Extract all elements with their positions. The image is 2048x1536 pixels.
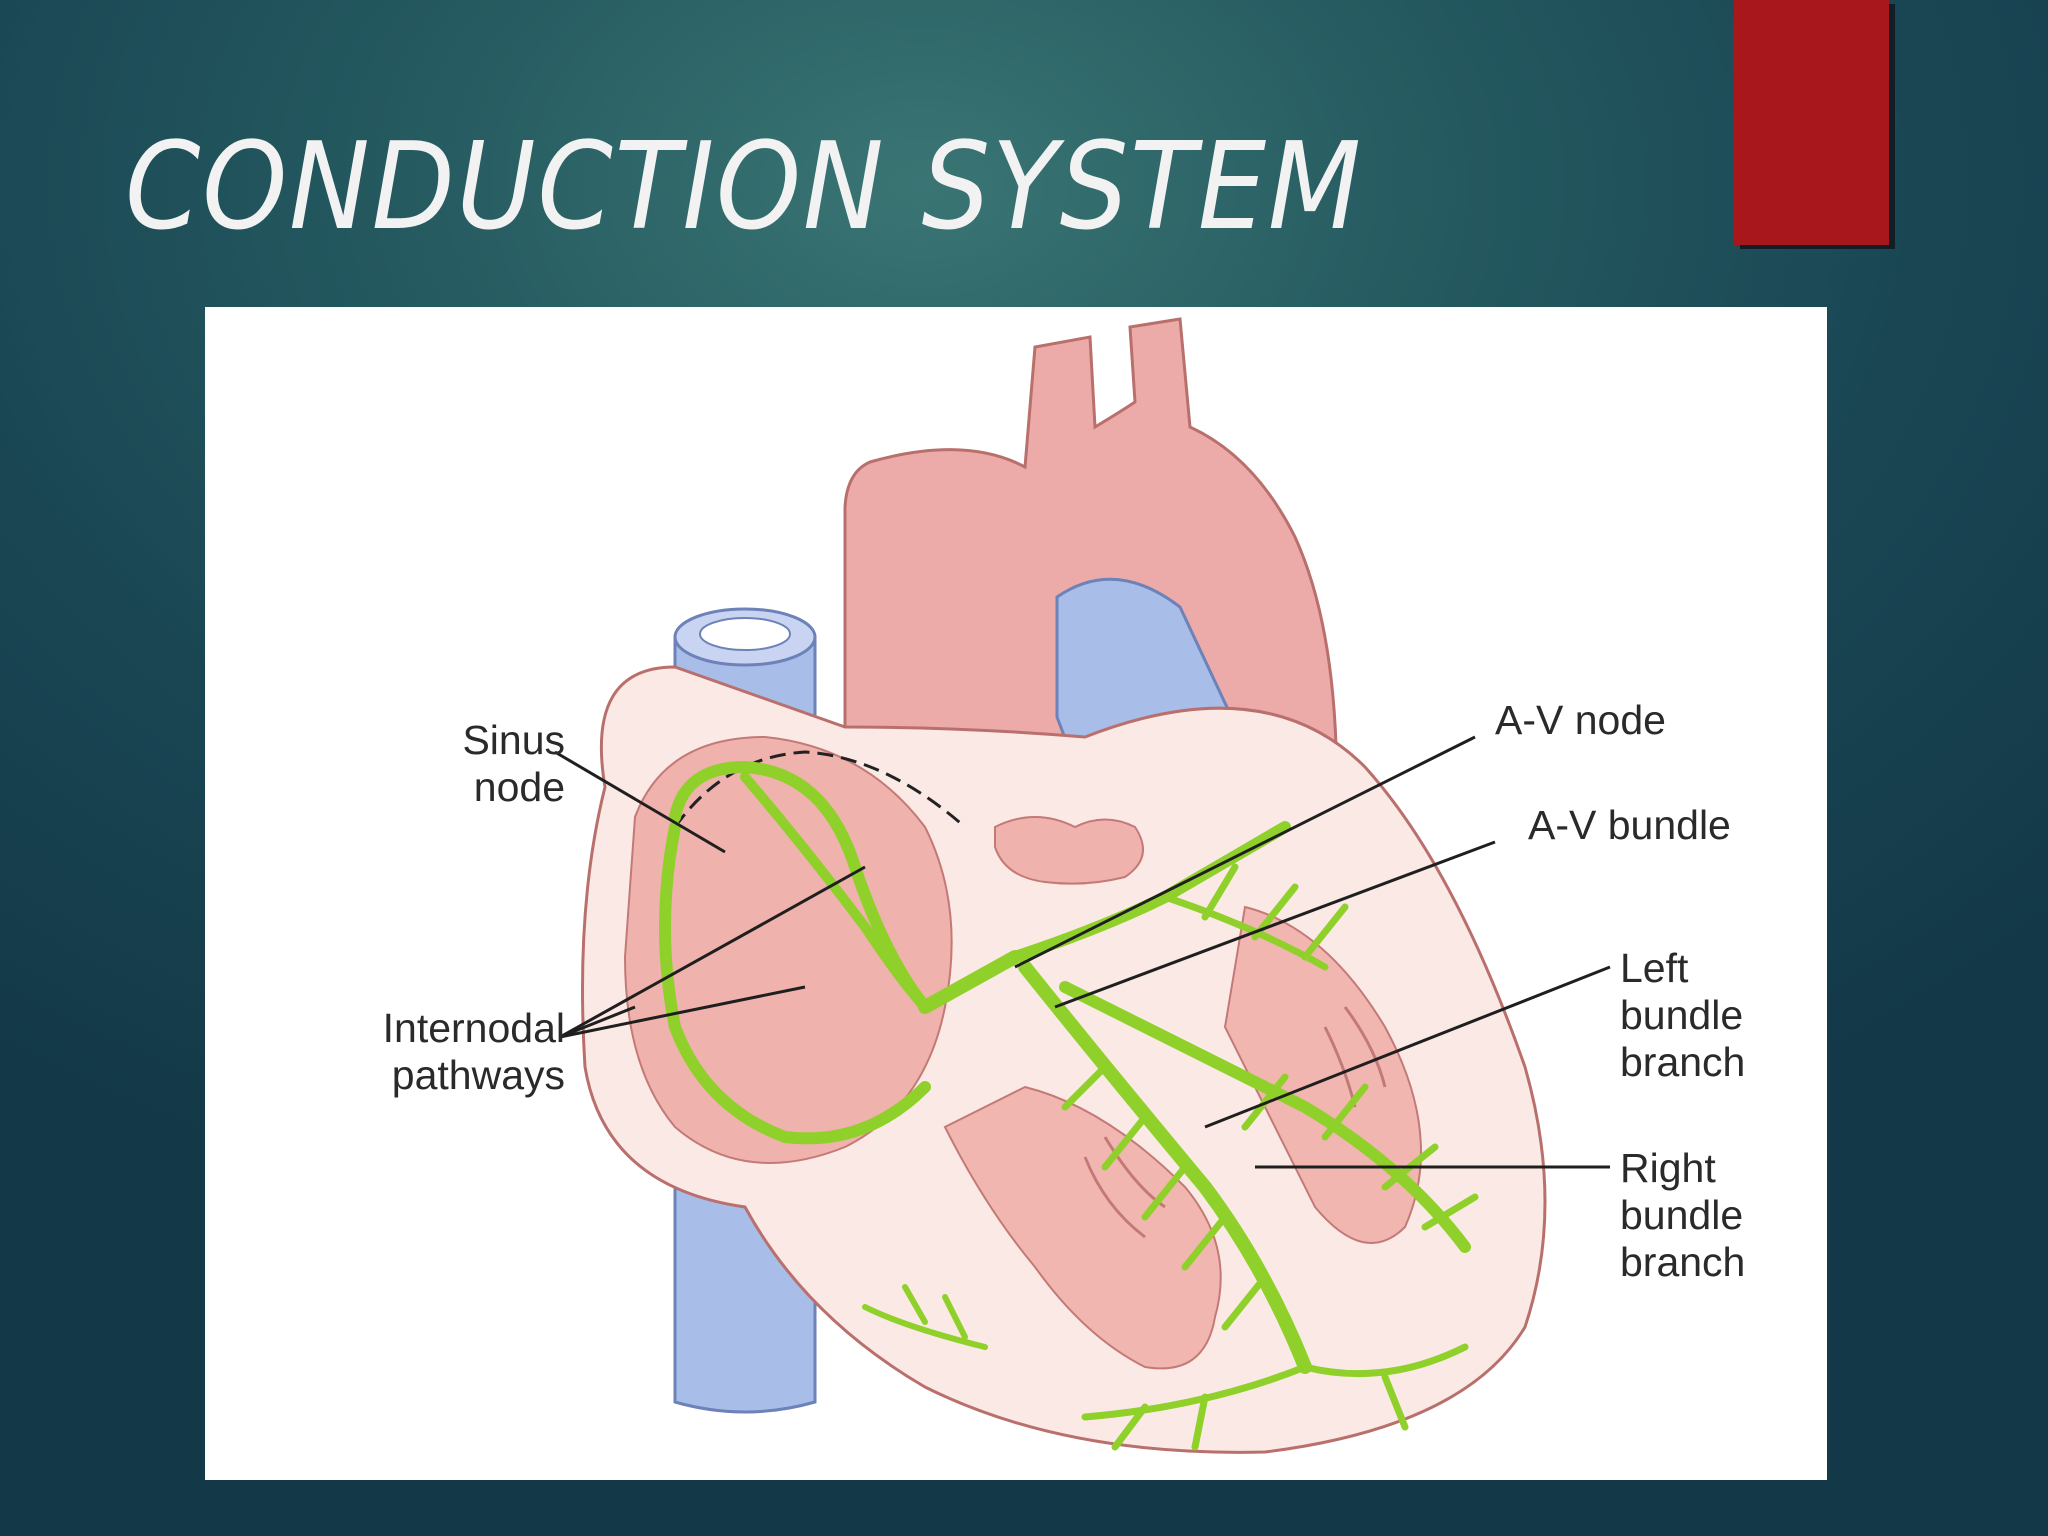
label-av-bundle: A-V bundle bbox=[1528, 802, 1731, 848]
vena-cava-lumen bbox=[699, 617, 791, 651]
papillary-muscles bbox=[1083, 1006, 1387, 1239]
right-ventricle bbox=[943, 1085, 1222, 1370]
conduction-pathways bbox=[659, 760, 1479, 1451]
interatrial-bundle bbox=[673, 750, 966, 829]
label-internodal-pathways: Internodal pathways bbox=[382, 1005, 565, 1098]
heart-diagram: Sinus node Internodal pathways A-V node … bbox=[205, 307, 1827, 1480]
right-atrium bbox=[623, 735, 953, 1164]
heart-illustration bbox=[554, 317, 1611, 1454]
slide-title: CONDUCTION SYSTEM bbox=[125, 118, 1363, 257]
label-av-node: A-V node bbox=[1495, 697, 1666, 743]
leader-lines bbox=[554, 735, 1611, 1169]
label-sinus-node: Sinus node bbox=[462, 717, 565, 810]
label-right-bundle-branch: Right bundle branch bbox=[1620, 1145, 1746, 1285]
label-left-bundle-branch: Left bundle branch bbox=[1620, 945, 1746, 1085]
valve-leaflets bbox=[994, 816, 1144, 885]
accent-bar bbox=[1734, 0, 1889, 245]
